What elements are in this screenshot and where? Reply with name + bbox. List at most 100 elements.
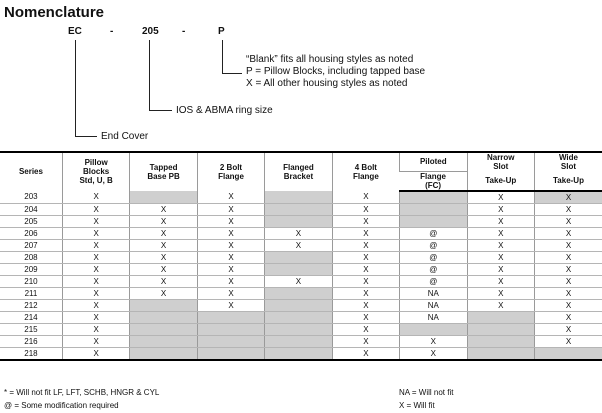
header-piloted-flange: Flange(FC) [399, 171, 468, 192]
cell-pillow-blocks: X [61, 323, 130, 336]
annotation-p: P = Pillow Blocks, including tapped base [246, 66, 426, 77]
cell-4-bolt-flange: X [331, 287, 400, 300]
cell-wide-slot: X [533, 215, 602, 228]
cell-piloted-flange [399, 215, 468, 228]
cell-series: 214 [0, 311, 63, 324]
cell-tapped-base [129, 347, 198, 361]
cell-wide-slot [533, 347, 602, 361]
cell-wide-slot: X [533, 335, 602, 348]
cell-narrow-slot: X [466, 263, 535, 276]
cell-2-bolt-flange [196, 335, 265, 348]
cell-wide-slot: X [533, 311, 602, 324]
cell-4-bolt-flange: X [331, 323, 400, 336]
header-narrow-take-up: Take-Up [466, 171, 535, 192]
cell-flanged-bracket [264, 215, 333, 228]
cell-4-bolt-flange: X [331, 335, 400, 348]
cell-series: 206 [0, 227, 63, 240]
code-ring-size: 205 [142, 26, 159, 37]
cell-wide-slot: X [533, 203, 602, 216]
cell-series: 203 [0, 190, 63, 204]
cell-series: 204 [0, 203, 63, 216]
annotation-blank: “Blank” fits all housing styles as noted [246, 54, 414, 65]
cell-narrow-slot: X [466, 299, 535, 312]
cell-piloted-flange: X [399, 335, 468, 348]
cell-flanged-bracket [264, 299, 333, 312]
cell-4-bolt-flange: X [331, 215, 400, 228]
cell-flanged-bracket: X [264, 227, 333, 240]
cell-flanged-bracket [264, 287, 333, 300]
cell-narrow-slot [466, 323, 535, 336]
header-wide-take-up: Take-Up [533, 171, 602, 192]
cell-tapped-base: X [129, 263, 198, 276]
cell-wide-slot: X [533, 323, 602, 336]
cell-piloted-flange: NA [399, 311, 468, 324]
cell-4-bolt-flange: X [331, 347, 400, 361]
cell-series: 211 [0, 287, 63, 300]
cell-flanged-bracket [264, 203, 333, 216]
cell-wide-slot: X [533, 299, 602, 312]
cell-4-bolt-flange: X [331, 239, 400, 252]
cell-2-bolt-flange: X [196, 215, 265, 228]
footnote-star: * = Will not fit LF, LFT, SCHB, HNGR & C… [4, 388, 160, 397]
cell-narrow-slot: X [466, 215, 535, 228]
cell-series: 218 [0, 347, 63, 361]
cell-wide-slot: X [533, 263, 602, 276]
cell-flanged-bracket [264, 335, 333, 348]
code-dash-1: - [110, 26, 114, 37]
cell-pillow-blocks: X [61, 347, 130, 361]
cell-series: 207 [0, 239, 63, 252]
cell-pillow-blocks: X [61, 275, 130, 288]
cell-4-bolt-flange: X [331, 227, 400, 240]
cell-2-bolt-flange: X [196, 299, 265, 312]
cell-4-bolt-flange: X [331, 190, 400, 204]
cell-4-bolt-flange: X [331, 275, 400, 288]
leader-suffix-vertical [222, 40, 223, 74]
cell-4-bolt-flange: X [331, 203, 400, 216]
cell-flanged-bracket [264, 347, 333, 361]
cell-piloted-flange: @ [399, 251, 468, 264]
cell-series: 209 [0, 263, 63, 276]
cell-tapped-base [129, 335, 198, 348]
cell-pillow-blocks: X [61, 215, 130, 228]
cell-tapped-base [129, 190, 198, 204]
cell-pillow-blocks: X [61, 263, 130, 276]
cell-4-bolt-flange: X [331, 251, 400, 264]
leader-ring-horizontal [149, 110, 172, 111]
cell-narrow-slot: X [466, 239, 535, 252]
cell-pillow-blocks: X [61, 335, 130, 348]
cell-wide-slot: X [533, 287, 602, 300]
cell-4-bolt-flange: X [331, 311, 400, 324]
footnote-at: @ = Some modification required [4, 401, 119, 410]
cell-flanged-bracket [264, 251, 333, 264]
cell-wide-slot: X [533, 227, 602, 240]
cell-pillow-blocks: X [61, 227, 130, 240]
cell-series: 208 [0, 251, 63, 264]
cell-pillow-blocks: X [61, 311, 130, 324]
cell-wide-slot: X [533, 190, 602, 204]
cell-piloted-flange: X [399, 347, 468, 361]
cell-tapped-base: X [129, 239, 198, 252]
cell-narrow-slot [466, 347, 535, 361]
cell-pillow-blocks: X [61, 203, 130, 216]
cell-pillow-blocks: X [61, 299, 130, 312]
cell-flanged-bracket [264, 263, 333, 276]
code-dash-2: - [182, 26, 186, 37]
cell-flanged-bracket [264, 190, 333, 204]
cell-2-bolt-flange: X [196, 251, 265, 264]
cell-2-bolt-flange [196, 347, 265, 361]
cell-wide-slot: X [533, 275, 602, 288]
annotation-end-cover: End Cover [101, 131, 149, 142]
cell-narrow-slot [466, 335, 535, 348]
cell-piloted-flange: @ [399, 239, 468, 252]
cell-2-bolt-flange: X [196, 190, 265, 204]
code-prefix: EC [68, 26, 82, 37]
code-suffix: P [218, 26, 225, 37]
